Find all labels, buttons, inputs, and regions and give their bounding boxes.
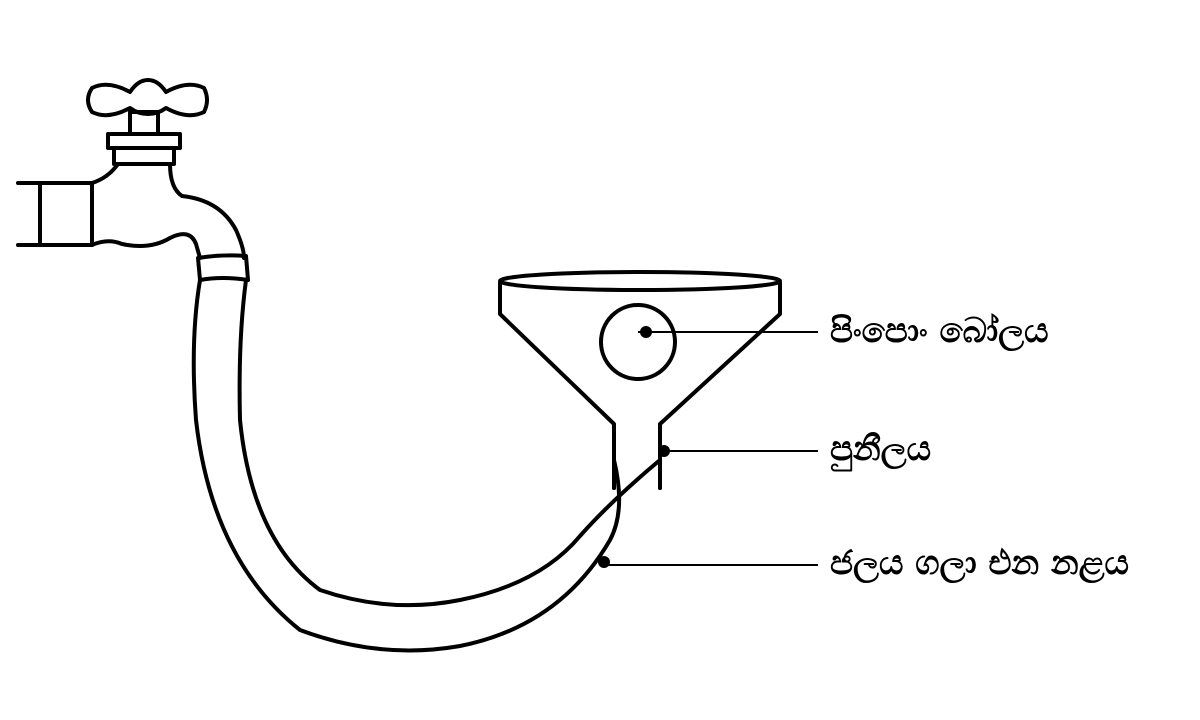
funnel-cone — [498, 281, 782, 490]
funnel-rim — [498, 270, 782, 292]
ball-leader-dot — [640, 326, 652, 338]
tap-body — [90, 162, 246, 260]
tap-collar-lower — [112, 146, 176, 166]
tube-leader-dot — [598, 556, 610, 568]
tap-collar — [106, 132, 182, 150]
funnel-leader-dot — [658, 445, 670, 457]
wall-pipe — [16, 181, 42, 247]
tube-cuff — [196, 253, 250, 282]
ping-pong-ball — [599, 303, 677, 381]
funnel-label: පුනීලය — [830, 429, 932, 469]
tap-handle — [86, 78, 209, 118]
funnel-neck-join — [612, 458, 662, 490]
tube-label: ජලය ගලා එන නළය — [830, 543, 1129, 583]
ball-label: පිංපොං බෝලය — [830, 311, 1049, 351]
wall-pipe-nut — [38, 181, 94, 247]
tube-inner-wall — [237, 278, 662, 608]
tube-outer-wall — [191, 278, 622, 653]
